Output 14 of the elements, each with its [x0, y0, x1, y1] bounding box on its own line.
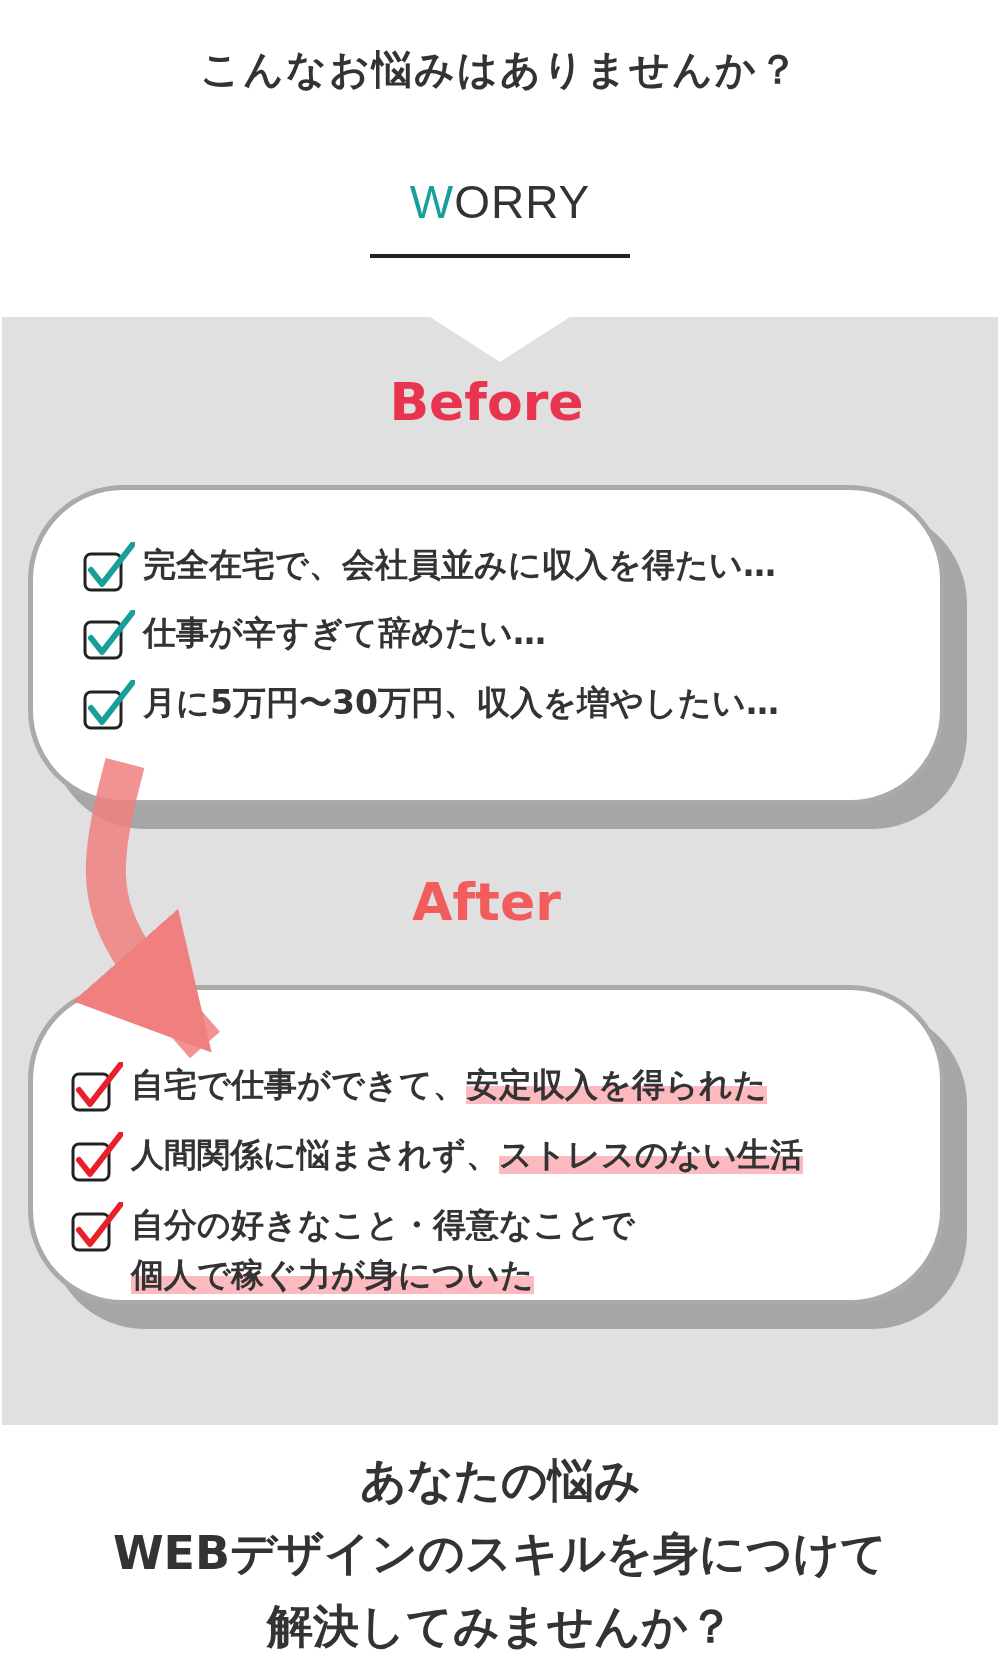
background-panel: [2, 317, 998, 1425]
title: こんなお悩みはありませんか？: [199, 45, 801, 94]
card-heading: After: [411, 872, 562, 932]
list-item-text: 人間関係に悩まされず、ストレスのない生活: [131, 1134, 803, 1176]
closing-text: WEBデザインのスキルを身につけて: [111, 1525, 889, 1582]
closing-text: あなたの悩み: [358, 1452, 642, 1509]
list-item-text: 完全在宅で、会社員並みに収入を得たい…: [143, 544, 776, 586]
list-item-text: 自分の好きなこと・得意なことで個人で稼ぐ力が身についた: [131, 1204, 636, 1296]
list-item-text: 月に5万円〜30万円、収入を増やしたい…: [143, 682, 779, 724]
list-item-text: 仕事が辛すぎて辞めたい…: [143, 612, 546, 654]
list-item-text: 自宅で仕事ができて、安定収入を得られた: [131, 1064, 767, 1106]
card-heading: Before: [388, 372, 585, 432]
closing-text: 解決してみませんか？: [265, 1598, 735, 1655]
section-heading: WORRY: [409, 175, 591, 229]
